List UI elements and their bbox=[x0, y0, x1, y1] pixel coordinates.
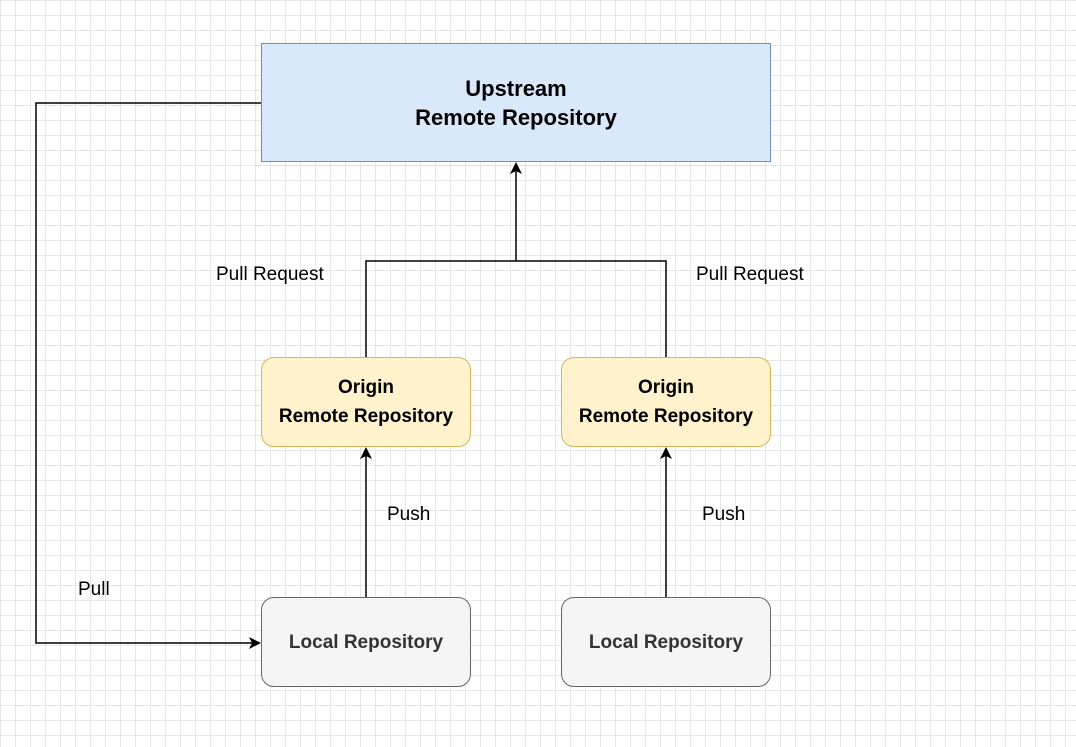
origin-right-subtitle: Remote Repository bbox=[578, 406, 754, 427]
pull-request-label-left: Pull Request bbox=[216, 264, 324, 285]
pull-request-edge-left bbox=[365, 260, 516, 357]
local-repository-node-right[interactable]: Local Repository bbox=[561, 597, 771, 687]
upstream-remote-repository-node[interactable]: Upstream Remote Repository bbox=[261, 43, 771, 162]
origin-remote-repository-node-left[interactable]: Origin Remote Repository bbox=[261, 357, 471, 447]
origin-remote-repository-node-right[interactable]: Origin Remote Repository bbox=[561, 357, 771, 447]
upstream-title: Upstream bbox=[465, 75, 567, 101]
pull-edge bbox=[35, 102, 261, 649]
local-right-label: Local Repository bbox=[588, 631, 744, 653]
local-left-label: Local Repository bbox=[288, 631, 444, 653]
pull-label: Pull bbox=[78, 579, 110, 600]
origin-right-title: Origin bbox=[638, 377, 694, 398]
pull-request-edge-right bbox=[516, 260, 667, 357]
local-repository-node-left[interactable]: Local Repository bbox=[261, 597, 471, 687]
origin-left-subtitle: Remote Repository bbox=[278, 406, 454, 427]
push-label-right: Push bbox=[702, 504, 746, 525]
upstream-subtitle: Remote Repository bbox=[415, 104, 617, 130]
push-label-left: Push bbox=[387, 504, 431, 525]
pull-request-label-right: Pull Request bbox=[696, 264, 804, 285]
origin-left-title: Origin bbox=[338, 377, 394, 398]
